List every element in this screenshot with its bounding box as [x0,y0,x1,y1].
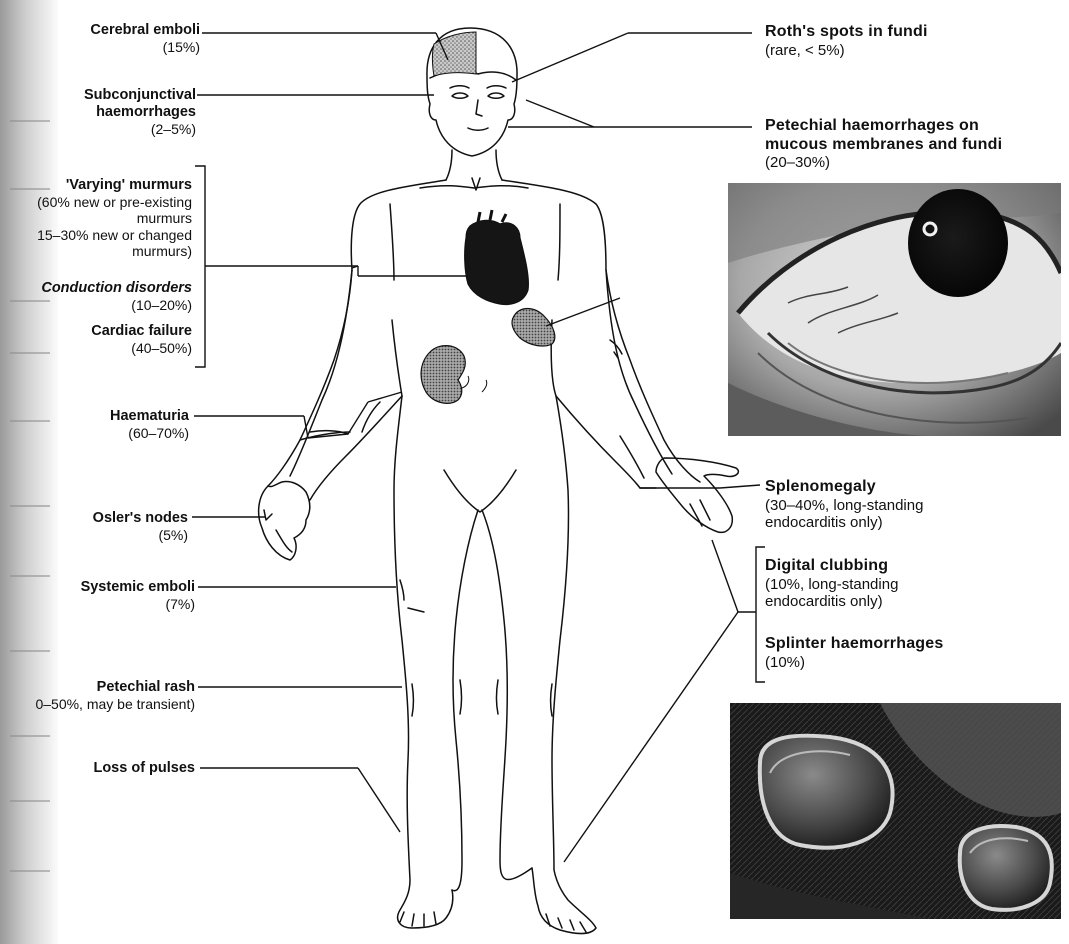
label-petechial-haemorrhages: Petechial haemorrhages on mucous membran… [765,117,1002,172]
label-subconjunctival: Subconjunctival haemorrhages (2–5%) [84,87,196,137]
eye-photo-drawing [728,183,1061,436]
label-splinter-haemorrhages: Splinter haemorrhages (10%) [765,635,943,671]
label-petechial-rash: Petechial rash 0–50%, may be transient) [35,679,195,712]
label-cerebral-emboli: Cerebral emboli (15%) [90,22,200,55]
kidney-organ [421,346,465,404]
torso-outline [268,180,446,486]
right-eye [488,93,504,98]
label-conduction-disorders: Conduction disorders (10–20%) [41,280,192,313]
label-roths-spots: Roth's spots in fundi (rare, < 5%) [765,23,928,59]
left-eye [452,93,468,98]
nail-photo-drawing [730,703,1061,919]
label-splenomegaly: Splenomegaly (30–40%, long-standing endo… [765,478,923,532]
label-oslers-nodes: Osler's nodes (5%) [93,510,188,543]
label-loss-of-pulses: Loss of pulses [93,760,195,777]
eye-photo [728,183,1061,436]
heart-organ [465,220,529,304]
label-systemic-emboli: Systemic emboli (7%) [81,579,195,612]
nail-photo [730,703,1061,919]
label-haematuria: Haematuria (60–70%) [110,408,189,441]
left-hand [259,481,310,560]
label-digital-clubbing: Digital clubbing (10%, long-standing end… [765,557,898,611]
leader-lines [192,33,765,862]
spleen-organ [512,309,555,347]
label-varying-murmurs: 'Varying' murmurs (60% new or pre-existi… [37,177,192,259]
label-cardiac-failure: Cardiac failure (40–50%) [91,323,192,356]
